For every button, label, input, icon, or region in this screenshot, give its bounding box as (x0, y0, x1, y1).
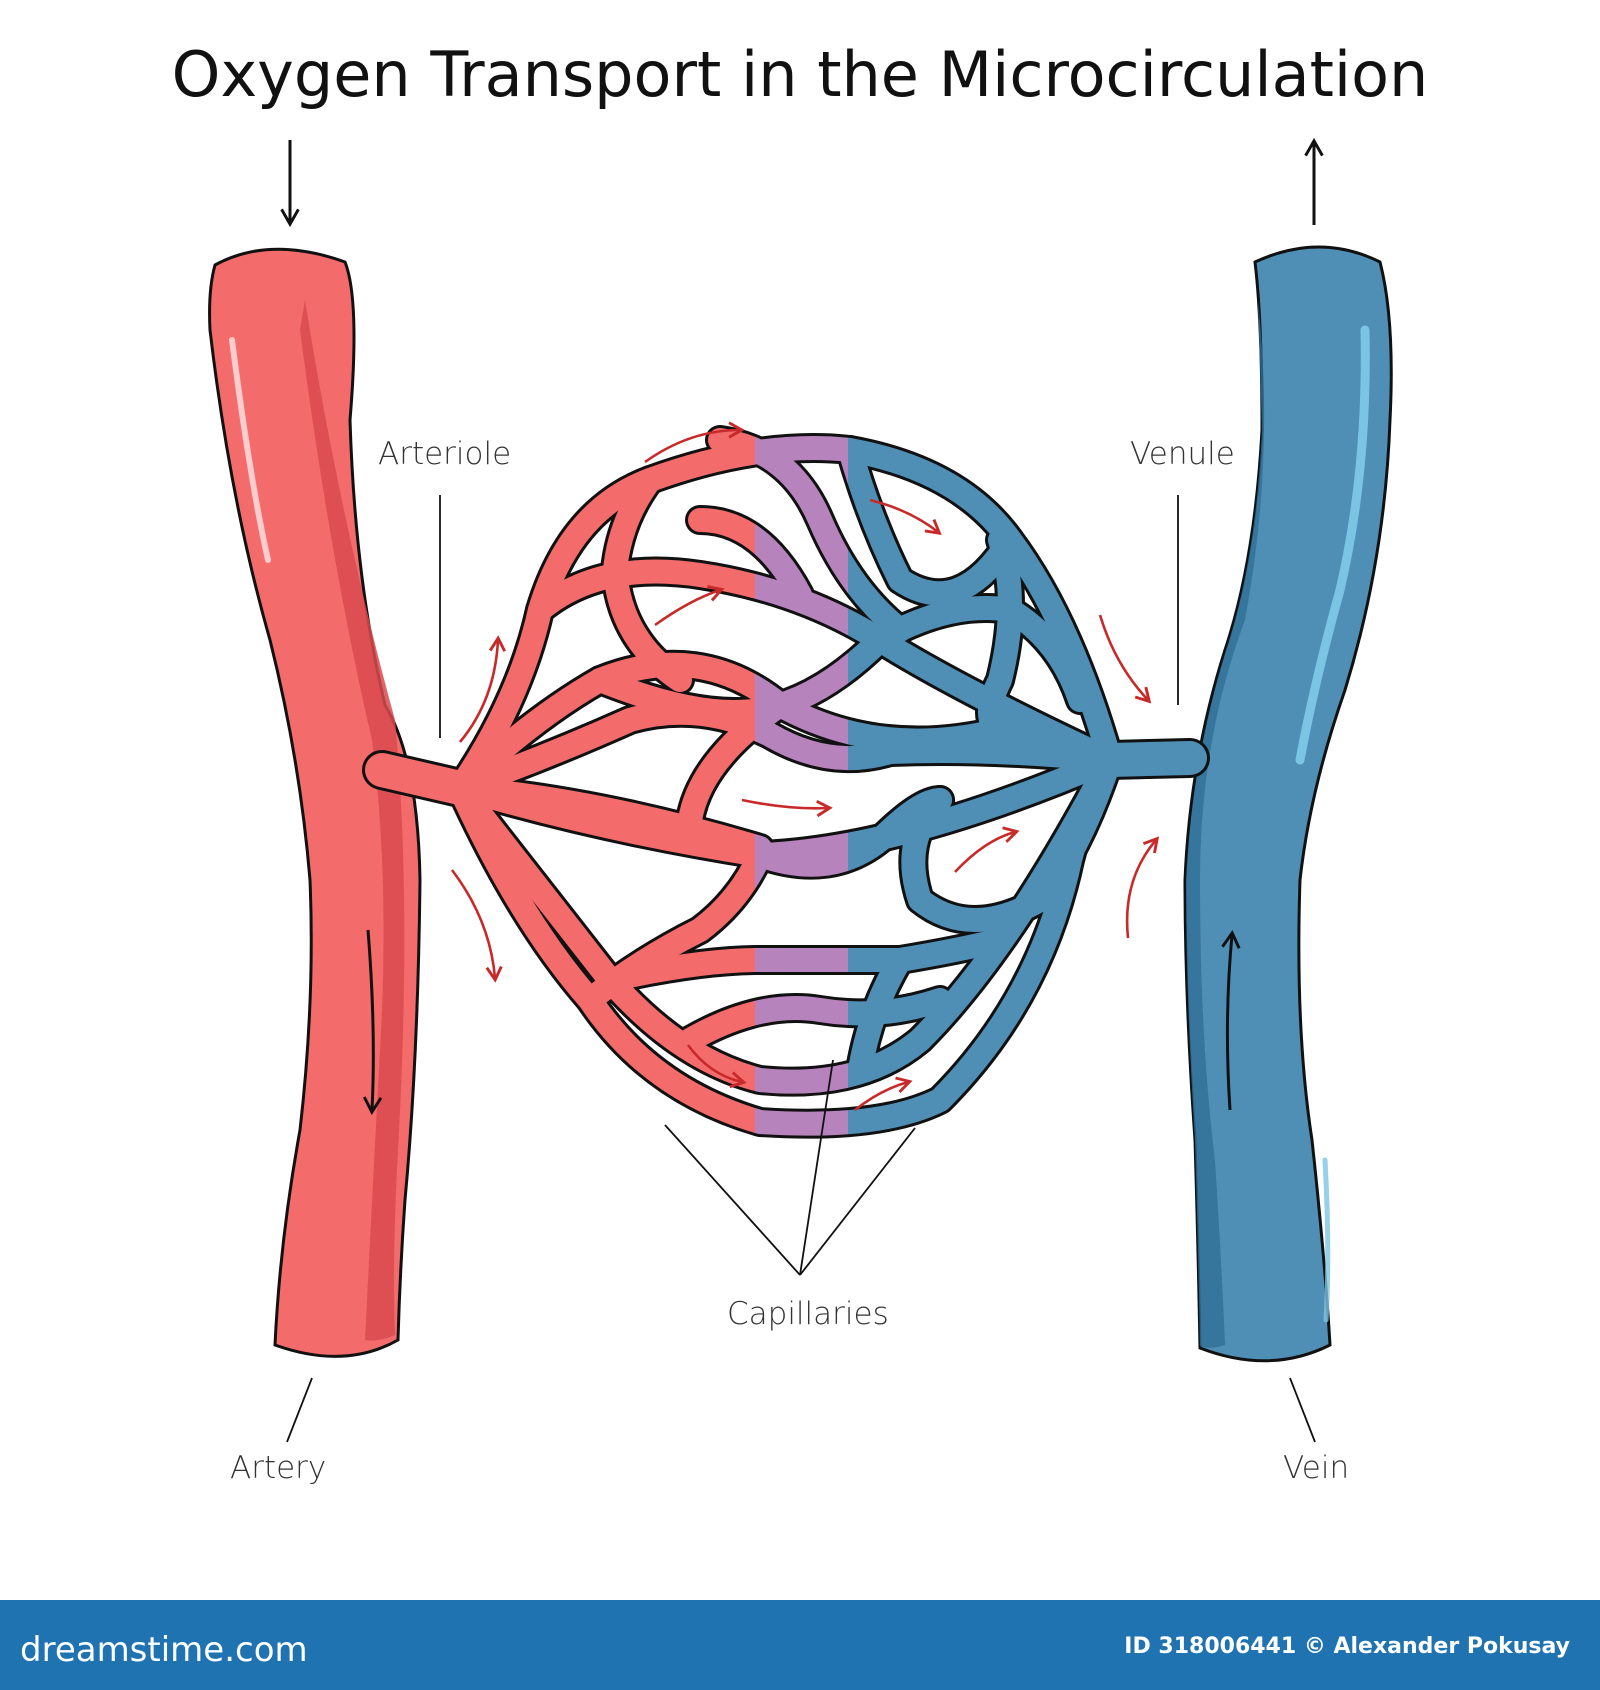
capillary-segment (448, 440, 755, 800)
capillary-segment (755, 947, 848, 973)
capillary-segment (755, 843, 848, 877)
capillary-segment (901, 748, 1122, 932)
flow-arrow-icon (644, 421, 745, 464)
capillary-segment (848, 718, 1122, 772)
capillary-segment (365, 753, 477, 805)
capillary-segment (588, 668, 755, 724)
footer-brand[interactable]: dreamstime.com (20, 1630, 308, 1670)
capillary-segment (448, 776, 755, 867)
transition-capillary-zone (755, 433, 848, 1139)
footer-bar: dreamstime.com ID 318006441 © Alexander … (0, 1600, 1600, 1690)
flow-arrow-icon (741, 798, 833, 818)
venous-capillary-zone (848, 434, 1210, 1138)
flow-arrow-icon (1125, 836, 1160, 939)
flow-arrow-icon (686, 1044, 747, 1089)
capillary-segment (978, 528, 1022, 742)
capillary-segment (678, 1000, 755, 1052)
flow-arrow-icon (854, 1076, 913, 1112)
vein-label: Vein (1283, 1450, 1350, 1486)
capillary-segment (755, 1107, 848, 1136)
capillary-segment (848, 928, 1012, 972)
capillary-segment (848, 437, 1122, 772)
flow-arrow-icon (954, 826, 1020, 873)
capillary-segment (448, 652, 755, 800)
page-title: Oxygen Transport in the Microcirculation (171, 38, 1429, 111)
flow-arrow-icon (1098, 614, 1152, 704)
capillary-segment (448, 776, 755, 1092)
flow-arrow-icon (869, 498, 942, 535)
leader-lines (286, 495, 1316, 1443)
capillary-segment (598, 948, 755, 992)
capillary-segment (448, 776, 755, 860)
capillary-segment (848, 748, 1122, 857)
capillary-segment (755, 715, 848, 771)
venule-label: Venule (1130, 436, 1235, 472)
flow-arrow-icon (654, 585, 725, 627)
vein-leader (1289, 1377, 1316, 1443)
footer-credit: ID 318006441 © Alexander Pokusay (1124, 1634, 1570, 1659)
vein-vessel (1183, 245, 1393, 1363)
capillary-segment (688, 508, 755, 555)
capillary-segment (448, 700, 755, 800)
capillary-segment (848, 948, 912, 1082)
capillary-flow-arrows (450, 421, 1160, 1112)
capillary-segment (755, 573, 848, 636)
artery-leader (286, 1377, 313, 1443)
capillary-segment (755, 693, 792, 740)
capillary-segment (755, 436, 848, 594)
capillary-segment (678, 708, 755, 832)
capillaries-leader (664, 1124, 801, 1276)
capillary-segment (448, 776, 755, 1134)
capillary-segment (755, 524, 812, 607)
capillaries-leader (799, 1059, 834, 1276)
capillary-segment (755, 996, 848, 1026)
capillary-segment (848, 438, 1022, 606)
vein-flow-arrow-icon (1221, 929, 1241, 1111)
artery-flow-arrow-icon (362, 929, 383, 1116)
flow-arrow-icon (450, 869, 503, 983)
microcirculation-diagram (208, 137, 1393, 1443)
capillary-segment (848, 549, 912, 642)
flow-arrow-icon (459, 635, 507, 743)
capillary-segment (1093, 741, 1207, 777)
arterial-capillary-zone (362, 425, 755, 1137)
artery-label: Artery (230, 1450, 327, 1486)
capillary-segment (755, 1063, 848, 1094)
capillary-segment (848, 988, 952, 1026)
capillary-segment (868, 596, 1092, 712)
capillary-segment (848, 739, 1122, 772)
artery-vessel (208, 247, 422, 1358)
capillaries-leader (799, 1127, 916, 1276)
arteriole-label: Arteriole (378, 436, 512, 472)
capillary-segment (603, 468, 692, 692)
capillaries-label: Capillaries (727, 1296, 889, 1332)
